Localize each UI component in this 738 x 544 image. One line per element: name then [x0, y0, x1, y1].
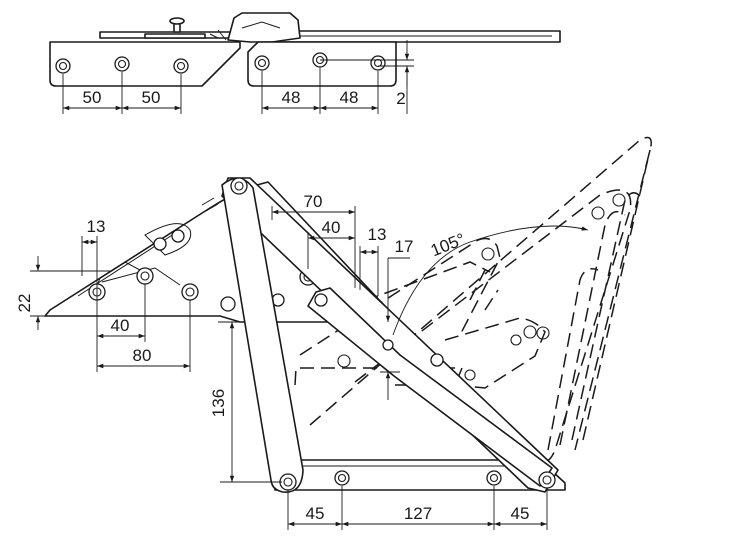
- dim-13-left: 13: [87, 217, 106, 236]
- open-position-holes: [337, 193, 626, 381]
- top-offset-dimension: 2: [396, 89, 405, 108]
- dim-13-right: 13: [368, 225, 387, 244]
- base-45-right: 45: [511, 504, 530, 523]
- spring-housing: [227, 12, 301, 43]
- dim-136: 136: [209, 389, 228, 417]
- top-left-pitch-2: 50: [142, 88, 161, 107]
- top-right-pitch-2: 48: [340, 88, 359, 107]
- open-position-outline: [294, 136, 652, 464]
- base-127: 127: [404, 504, 432, 523]
- dim-17: 17: [395, 237, 414, 256]
- base-45-left: 45: [306, 504, 325, 523]
- dim-80: 80: [133, 346, 152, 365]
- top-view: 50 50 48 48 2: [49, 12, 561, 114]
- side-dimensions: [30, 206, 589, 530]
- top-left-plate: [49, 41, 241, 87]
- top-right-pitch-1: 48: [282, 88, 301, 107]
- dim-22: 22: [15, 294, 34, 313]
- dim-40-top: 40: [322, 218, 341, 237]
- pivot-holes: [230, 177, 556, 491]
- top-dimensions: [62, 40, 414, 114]
- dim-40-bottom: 40: [111, 316, 130, 335]
- side-view: 13 22 40 80 70 40 13 17 105° 136 45 127 …: [15, 136, 652, 530]
- lower-arm: [307, 287, 553, 487]
- top-plate-holes: [55, 52, 386, 74]
- top-left-pitch-1: 50: [83, 88, 102, 107]
- angle-105: 105°: [428, 230, 468, 261]
- dim-70: 70: [304, 192, 323, 211]
